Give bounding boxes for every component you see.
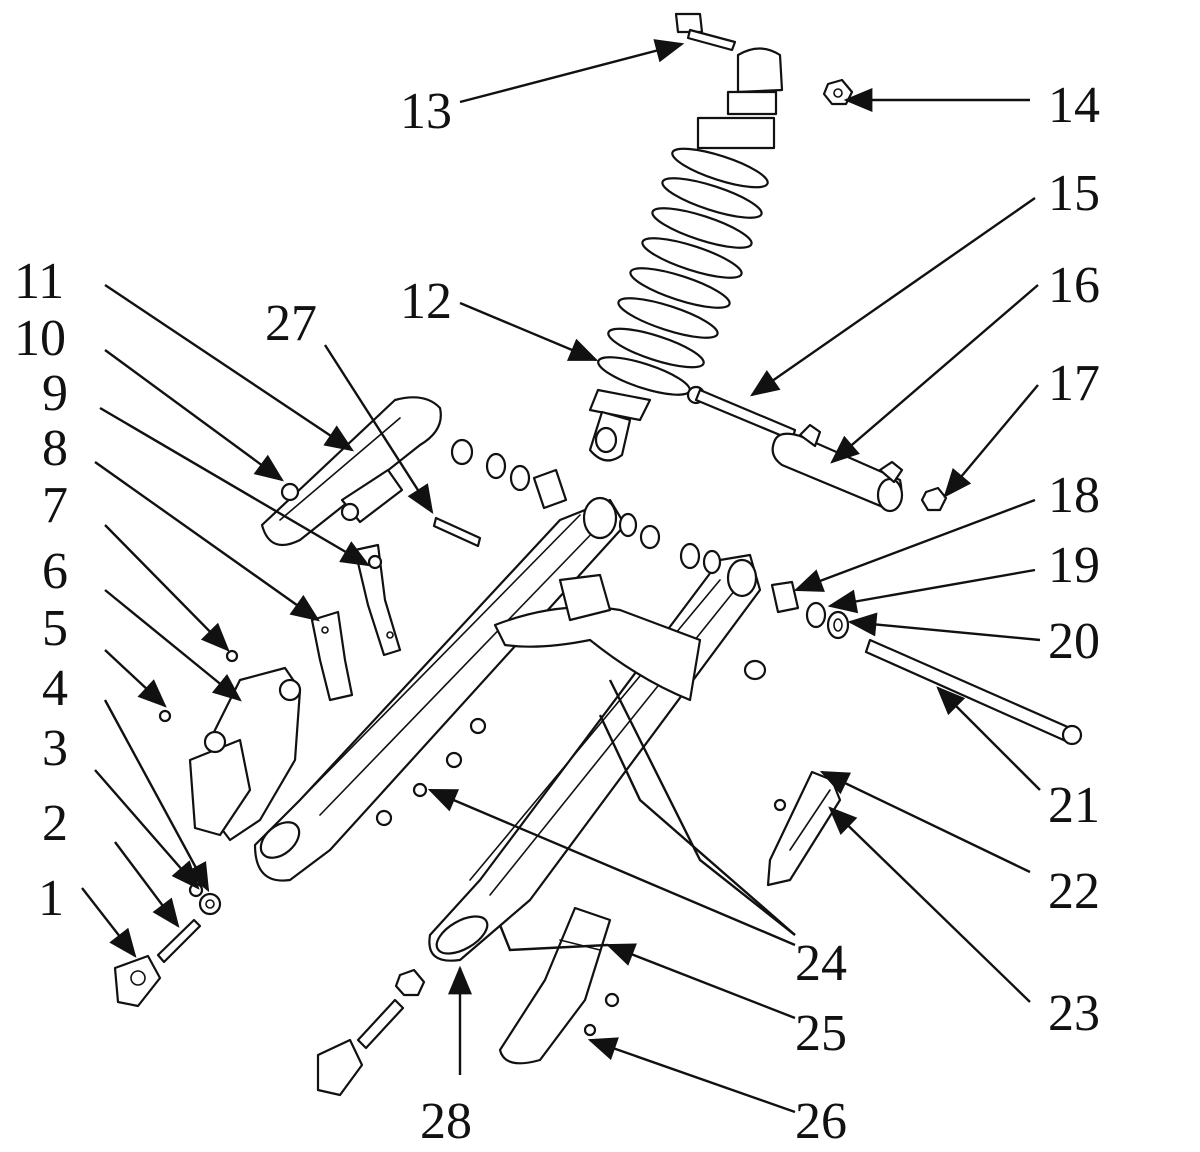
chain-guide-bracket — [260, 396, 442, 547]
leader-12 — [459, 301, 599, 362]
leader-18 — [793, 498, 1036, 592]
callout-19: 19 — [1048, 537, 1100, 594]
callout-2: 2 — [42, 795, 68, 852]
swingarm-cross-member — [493, 573, 702, 702]
caliper-bracket — [188, 666, 302, 842]
leader-5 — [104, 649, 167, 708]
callout-1: 1 — [38, 870, 64, 927]
leader-25 — [605, 943, 796, 1020]
pivot-left-hardware — [432, 438, 722, 575]
shock-top-bolt — [674, 12, 737, 52]
callout-11: 11 — [14, 253, 64, 310]
callout-5: 5 — [42, 600, 68, 657]
leader-26 — [587, 1037, 796, 1114]
leader-1 — [81, 887, 137, 958]
chain-slider — [498, 906, 620, 1065]
callout-4: 4 — [42, 660, 68, 717]
callout-25: 25 — [795, 1005, 847, 1062]
parts-drawing — [113, 12, 1083, 1097]
axle-adjuster-left — [113, 882, 222, 1008]
leader-25-branch — [498, 924, 609, 952]
leader-3 — [94, 769, 200, 890]
leader-4 — [103, 699, 210, 893]
brake-line-bracket — [353, 543, 402, 657]
callout-labels: 1 2 3 4 5 6 7 8 9 10 11 27 12 13 14 15 1… — [14, 77, 1100, 1150]
callout-28: 28 — [420, 1093, 472, 1150]
callout-20: 20 — [1048, 613, 1100, 670]
leader-11 — [104, 284, 354, 452]
leader-19 — [827, 568, 1036, 614]
leader-22 — [819, 770, 1031, 874]
leader-15 — [750, 197, 1036, 397]
leader-7 — [104, 524, 230, 652]
callout-21: 21 — [1048, 777, 1100, 834]
leader-23 — [828, 806, 1031, 1003]
callout-10: 10 — [14, 310, 66, 367]
axle-adjuster-right — [316, 968, 426, 1097]
hose-clip — [310, 610, 354, 702]
callout-12: 12 — [400, 273, 452, 330]
leader-lines — [81, 39, 1041, 1114]
swingarm-left-arm — [253, 496, 627, 882]
callout-22: 22 — [1048, 863, 1100, 920]
pivot-hardware — [743, 580, 1083, 746]
leader-16 — [830, 284, 1039, 464]
leader-6 — [104, 589, 242, 702]
callout-16: 16 — [1048, 257, 1100, 314]
leader-24-branch-2 — [598, 714, 796, 936]
leader-21 — [936, 686, 1041, 791]
callout-7: 7 — [42, 477, 68, 534]
leader-24-branch — [608, 679, 796, 936]
callout-3: 3 — [42, 720, 68, 777]
callout-23: 23 — [1048, 985, 1100, 1042]
callout-15: 15 — [1048, 165, 1100, 222]
callout-13: 13 — [400, 83, 452, 140]
callout-26: 26 — [795, 1093, 847, 1150]
leader-24 — [427, 788, 796, 947]
leader-9 — [99, 406, 371, 567]
leader-13 — [459, 39, 685, 104]
callout-27: 27 — [265, 295, 317, 352]
callout-24: 24 — [795, 935, 847, 992]
leader-8 — [94, 461, 320, 622]
callout-8: 8 — [42, 420, 68, 477]
leader-17 — [943, 384, 1039, 498]
chain-guide-lower — [766, 770, 842, 887]
callout-14: 14 — [1048, 77, 1100, 134]
shock-absorber — [588, 47, 784, 462]
leader-27 — [323, 344, 434, 515]
leader-2 — [114, 841, 180, 928]
arm-fasteners — [158, 482, 487, 827]
rocker-linkage — [686, 385, 948, 513]
callout-9: 9 — [42, 365, 68, 422]
leader-10 — [104, 349, 284, 482]
callout-6: 6 — [42, 543, 68, 600]
callout-18: 18 — [1048, 467, 1100, 524]
callout-17: 17 — [1048, 355, 1100, 412]
leader-20 — [847, 612, 1041, 642]
